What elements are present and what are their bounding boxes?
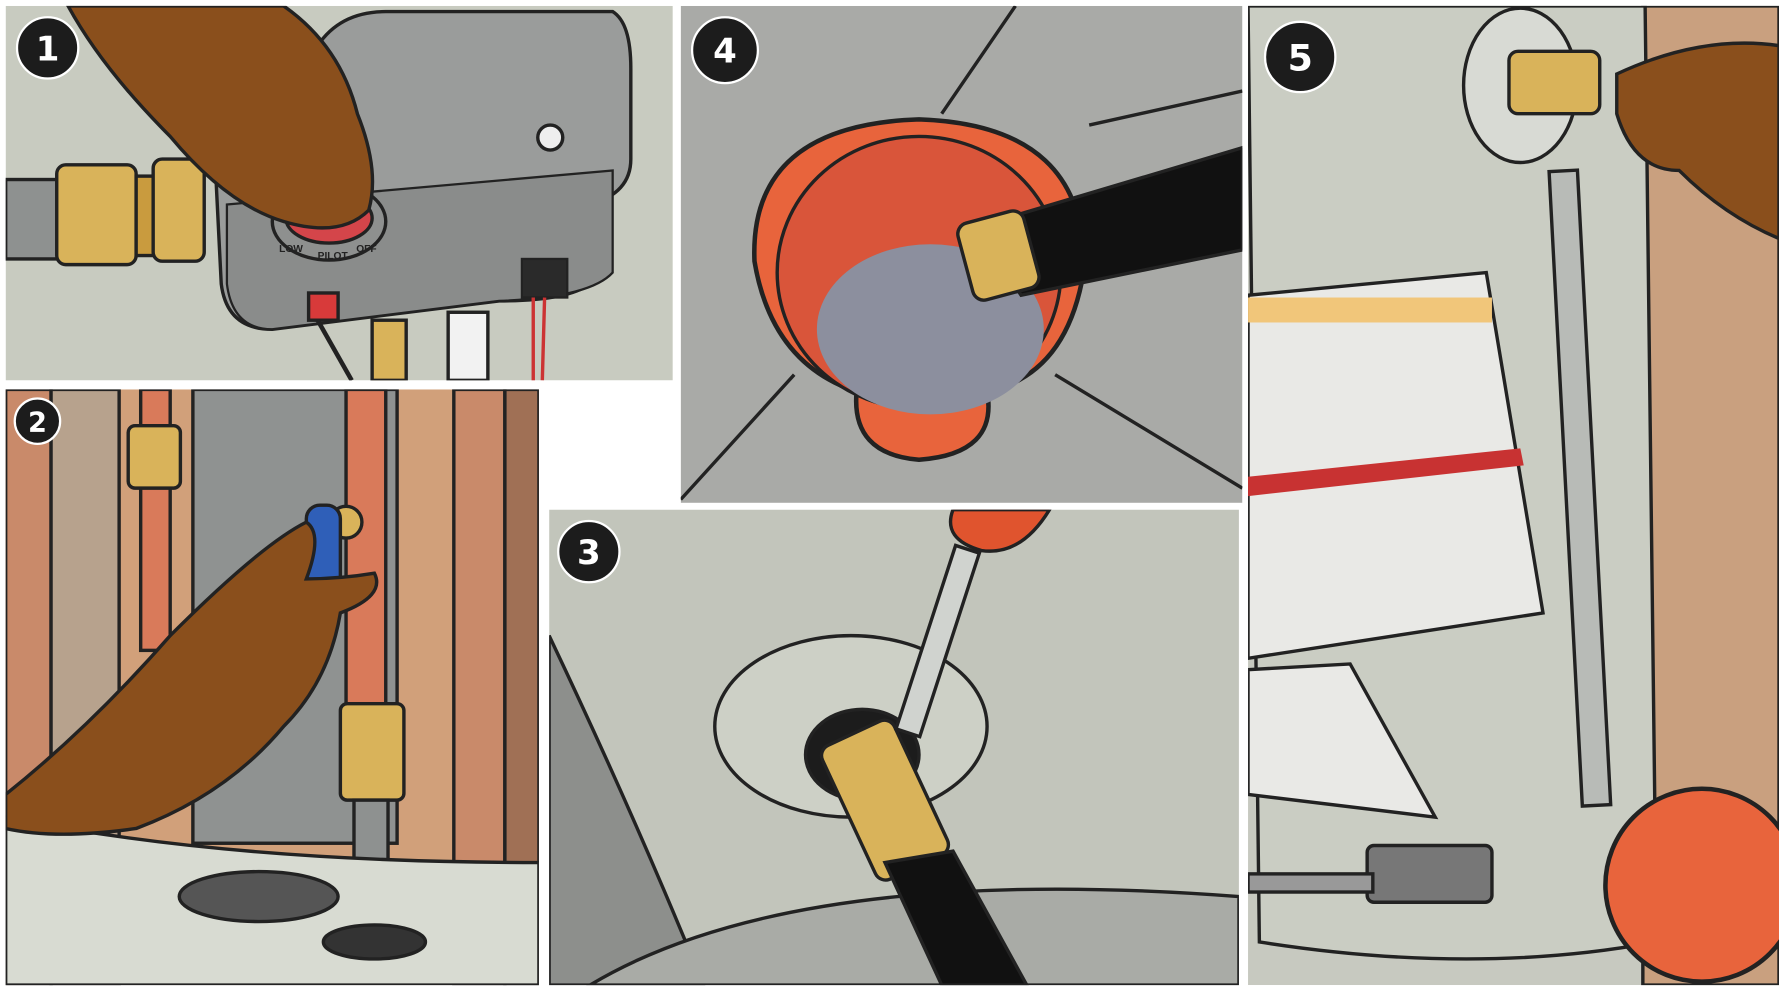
hand	[66, 5, 375, 230]
garden-hose	[882, 849, 1029, 986]
step-badge-5: 5	[1263, 20, 1337, 94]
step-badge-3: 3	[557, 519, 621, 584]
bucket	[1603, 786, 1779, 984]
hand	[5, 520, 379, 836]
svg-text:2: 2	[28, 407, 47, 438]
thermocouple-connector	[520, 257, 569, 299]
step-badge-2: 2	[13, 397, 62, 446]
svg-text:4: 4	[713, 32, 737, 72]
step-badge-4: 4	[690, 16, 760, 85]
hose-fitting	[956, 209, 1041, 302]
cold-water-pipe	[344, 389, 388, 721]
pilot-light-button	[536, 123, 565, 152]
panel-step-3	[549, 509, 1239, 986]
panel-step-2	[5, 389, 539, 986]
discharge-pipe	[1547, 168, 1613, 808]
panel-step-4	[680, 5, 1243, 503]
svg-text:5: 5	[1288, 37, 1313, 80]
gas-control-box	[1365, 843, 1494, 904]
svg-text:3: 3	[577, 533, 601, 573]
dial-label-pilot: PILOT	[318, 251, 349, 262]
relief-valve	[1507, 49, 1602, 116]
panel-step-1: LOW PILOT OFF	[5, 5, 673, 381]
hand	[1615, 41, 1779, 241]
screwdriver	[893, 543, 982, 739]
reset-button	[306, 291, 340, 322]
brass-fitting	[55, 157, 206, 267]
step-badge-1: 1	[15, 16, 80, 80]
dial-label-low: LOW	[279, 244, 303, 255]
svg-text:1: 1	[36, 29, 60, 69]
dial-label-off: OFF	[356, 244, 376, 255]
warning-label	[1248, 270, 1545, 820]
panel-step-5	[1248, 5, 1779, 986]
